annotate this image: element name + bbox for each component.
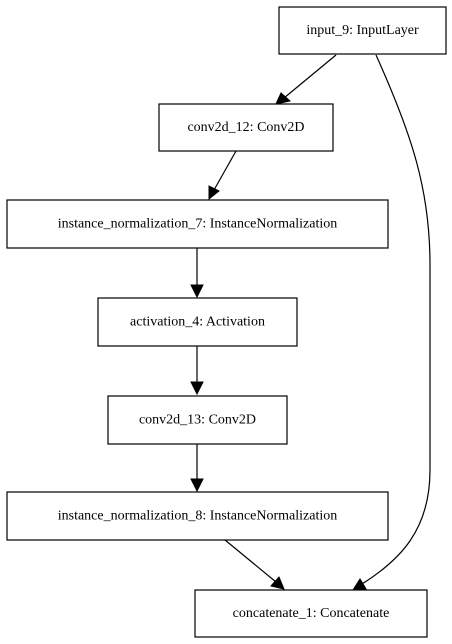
edge-line	[361, 54, 431, 585]
edge-input-to-conv2d-12	[275, 54, 337, 105]
node-instance-normalization-8: instance_normalization_8: InstanceNormal…	[6, 491, 389, 541]
node-box	[6, 199, 389, 249]
node-conv2d-13: conv2d_13: Conv2D	[107, 395, 288, 445]
node-box	[158, 103, 334, 152]
node-concatenate-1: concatenate_1: Concatenate	[194, 589, 428, 638]
node-box	[194, 589, 428, 638]
arrowhead	[190, 284, 204, 299]
arrowhead	[190, 478, 204, 493]
node-input-9: input_9: InputLayer	[278, 6, 447, 55]
node-label: instance_normalization_7: InstanceNormal…	[58, 217, 338, 232]
node-label: conv2d_12: Conv2D	[187, 120, 304, 135]
arrowhead	[270, 576, 285, 590]
node-label: instance_normalization_8: InstanceNormal…	[58, 509, 338, 524]
arrowhead	[190, 381, 204, 396]
node-label: activation_4: Activation	[130, 315, 265, 330]
edge-line	[283, 54, 337, 99]
node-box	[278, 6, 447, 55]
arrowhead	[275, 92, 292, 105]
node-box	[107, 395, 288, 445]
node-box	[6, 491, 389, 541]
node-label: conv2d_13: Conv2D	[139, 413, 256, 428]
edge-activation-4-to-conv2d-13	[190, 346, 204, 396]
node-box	[97, 297, 298, 347]
arrowhead	[352, 578, 367, 591]
edge-line	[213, 150, 237, 191]
edge-conv2d-12-to-instance-norm-7	[208, 150, 237, 201]
arrowhead	[208, 185, 220, 201]
edge-line	[224, 539, 277, 583]
node-conv2d-12: conv2d_12: Conv2D	[158, 103, 334, 152]
edge-instance-norm-8-to-concatenate-1	[224, 539, 285, 590]
node-label: concatenate_1: Concatenate	[233, 606, 390, 621]
node-instance-normalization-7: instance_normalization_7: InstanceNormal…	[6, 199, 389, 249]
edge-conv2d-13-to-instance-norm-8	[190, 444, 204, 493]
node-label: input_9: InputLayer	[306, 23, 419, 38]
edge-instance-norm-7-to-activation-4	[190, 248, 204, 299]
node-activation-4: activation_4: Activation	[97, 297, 298, 347]
